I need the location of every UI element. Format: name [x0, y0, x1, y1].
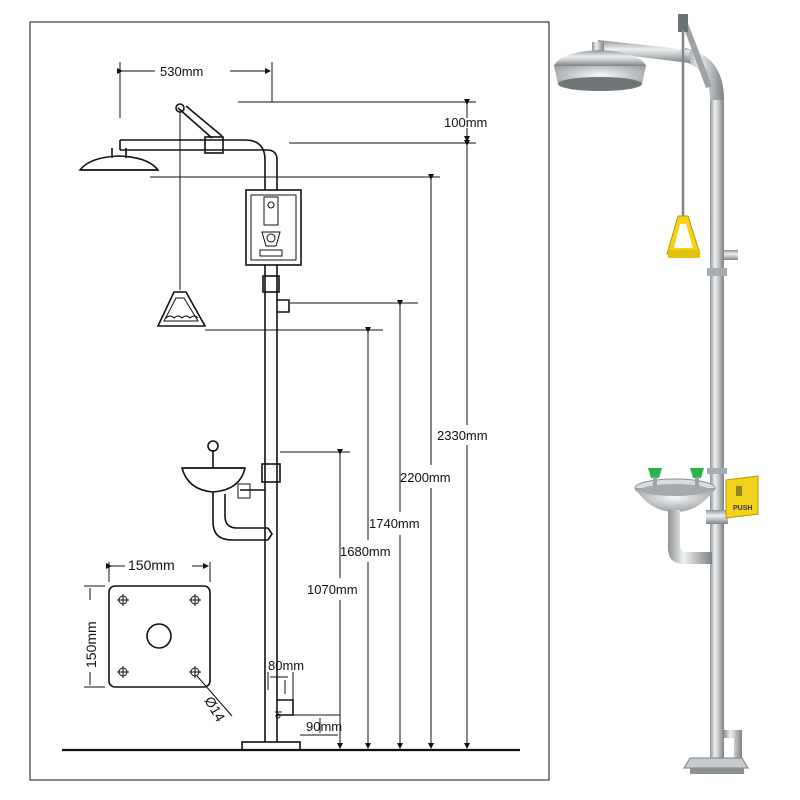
- drawing-pull-handle: [156, 112, 207, 327]
- dim-pull-handle-height: 1740mm: [369, 516, 420, 531]
- drawing-eyewash: [180, 440, 281, 541]
- drawing-coupling-upper: [262, 275, 280, 293]
- drawing-shower-arm: [119, 103, 278, 190]
- drawing-main-pipe: [264, 265, 278, 742]
- dim-top-offset: 100mm: [444, 115, 487, 130]
- photo-yellow-pull-handle: [666, 215, 701, 258]
- photo-side-connector: [724, 250, 738, 260]
- photo-eyewash-nozzle-left: [648, 468, 662, 478]
- drawing-inlet: [267, 675, 294, 719]
- dim-eyewash-height: 1070mm: [307, 582, 358, 597]
- drawing-base-plate: [241, 741, 301, 751]
- photo-eyewash-nozzle-right: [690, 468, 704, 478]
- dim-base-height: 150mm: [83, 621, 99, 668]
- photo-shower-arm: [598, 40, 690, 63]
- drawing-valve-box: [245, 189, 302, 266]
- photo-floor-inlet: [724, 730, 742, 760]
- dim-total-height: 2330mm: [437, 428, 488, 443]
- photo-showerhead: [554, 42, 646, 91]
- product-photo: PUSH: [554, 14, 759, 774]
- photo-base-plate: [683, 757, 749, 769]
- dim-inlet-width: 80mm: [268, 658, 304, 673]
- technical-drawing: 530mm 100mm 2330mm 2200mm 1740mm 1680mm …: [29, 21, 550, 781]
- drawing-side-valve: [277, 299, 290, 313]
- photo-main-pole: [710, 95, 724, 760]
- drawing-showerhead: [78, 148, 160, 171]
- dim-arm-length: 530mm: [160, 64, 203, 79]
- photo-push-label: PUSH: [733, 505, 752, 512]
- drawing-frame: [29, 21, 550, 781]
- dim-handle-bottom-height: 1680mm: [340, 544, 391, 559]
- photo-eyewash-bowl: [634, 468, 716, 512]
- photo-push-plate[interactable]: PUSH: [725, 475, 759, 519]
- dim-base-width: 150mm: [128, 557, 175, 573]
- dim-bolt-hole: Ø14: [201, 694, 228, 725]
- drawing-dimension-lines: [117, 62, 476, 749]
- dim-inlet-height: 90mm: [306, 719, 342, 734]
- dim-showerhead-height: 2200mm: [400, 470, 451, 485]
- drawing-base-plate-top-view: [84, 562, 233, 717]
- photo-eyewash-pipe: [668, 510, 712, 564]
- photo-brace: [680, 18, 712, 88]
